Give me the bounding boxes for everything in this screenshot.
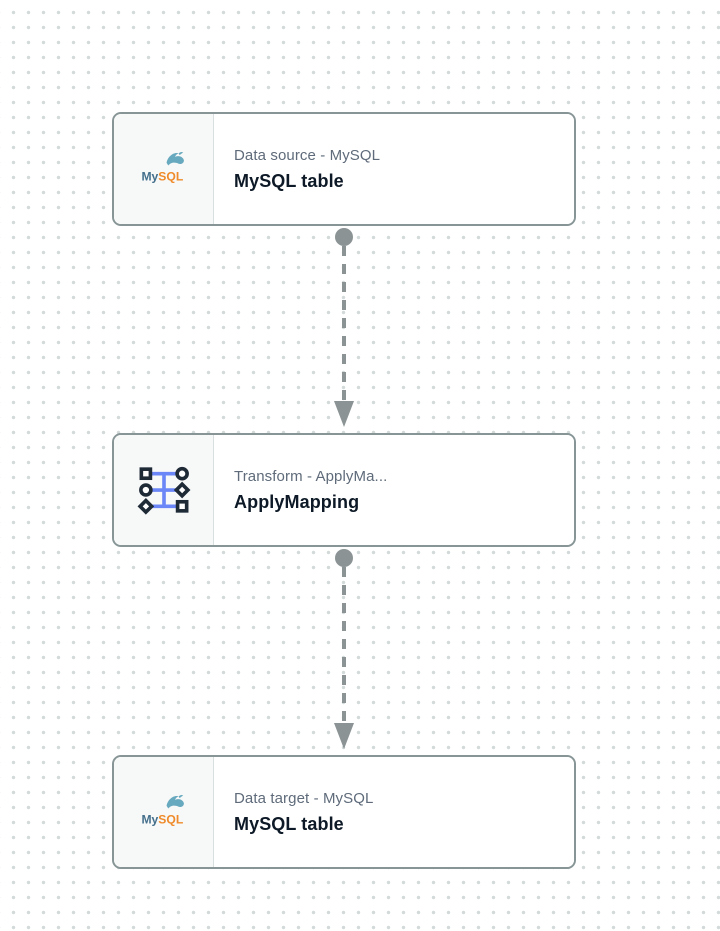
node-label: MySQL table (234, 813, 344, 834)
node-icon-panel: MySQL (114, 114, 214, 224)
edge-start-port (335, 549, 353, 567)
node-transform-applymapping[interactable]: Transform - ApplyMa... ApplyMapping (112, 433, 576, 547)
node-data-target-mysql[interactable]: MySQL Data target - MySQL MySQL table (112, 755, 576, 869)
node-title: Data target - MySQL (234, 789, 374, 807)
svg-text:MySQL: MySQL (141, 812, 183, 826)
node-data-source-mysql[interactable]: MySQL Data source - MySQL MySQL table (112, 112, 576, 226)
node-icon-panel: MySQL (114, 757, 214, 867)
node-title: Data source - MySQL (234, 146, 381, 164)
apply-mapping-icon (137, 466, 190, 515)
edge-source-to-transform[interactable] (324, 227, 364, 433)
node-title: Transform - ApplyMa... (234, 467, 388, 485)
edge-transform-to-target[interactable] (324, 548, 364, 755)
node-label: MySQL table (234, 170, 344, 191)
edge-arrowhead-icon (334, 723, 354, 749)
svg-text:MySQL: MySQL (141, 169, 183, 183)
node-text-panel: Data target - MySQL MySQL table (214, 757, 574, 867)
edge-start-port (335, 228, 353, 246)
node-text-panel: Transform - ApplyMa... ApplyMapping (214, 435, 574, 545)
node-icon-panel (114, 435, 214, 545)
node-text-panel: Data source - MySQL MySQL table (214, 114, 574, 224)
edge-arrowhead-icon (334, 401, 354, 427)
mysql-logo-icon: MySQL (141, 151, 184, 183)
node-label: ApplyMapping (234, 491, 360, 512)
mysql-logo-icon: MySQL (141, 794, 184, 826)
